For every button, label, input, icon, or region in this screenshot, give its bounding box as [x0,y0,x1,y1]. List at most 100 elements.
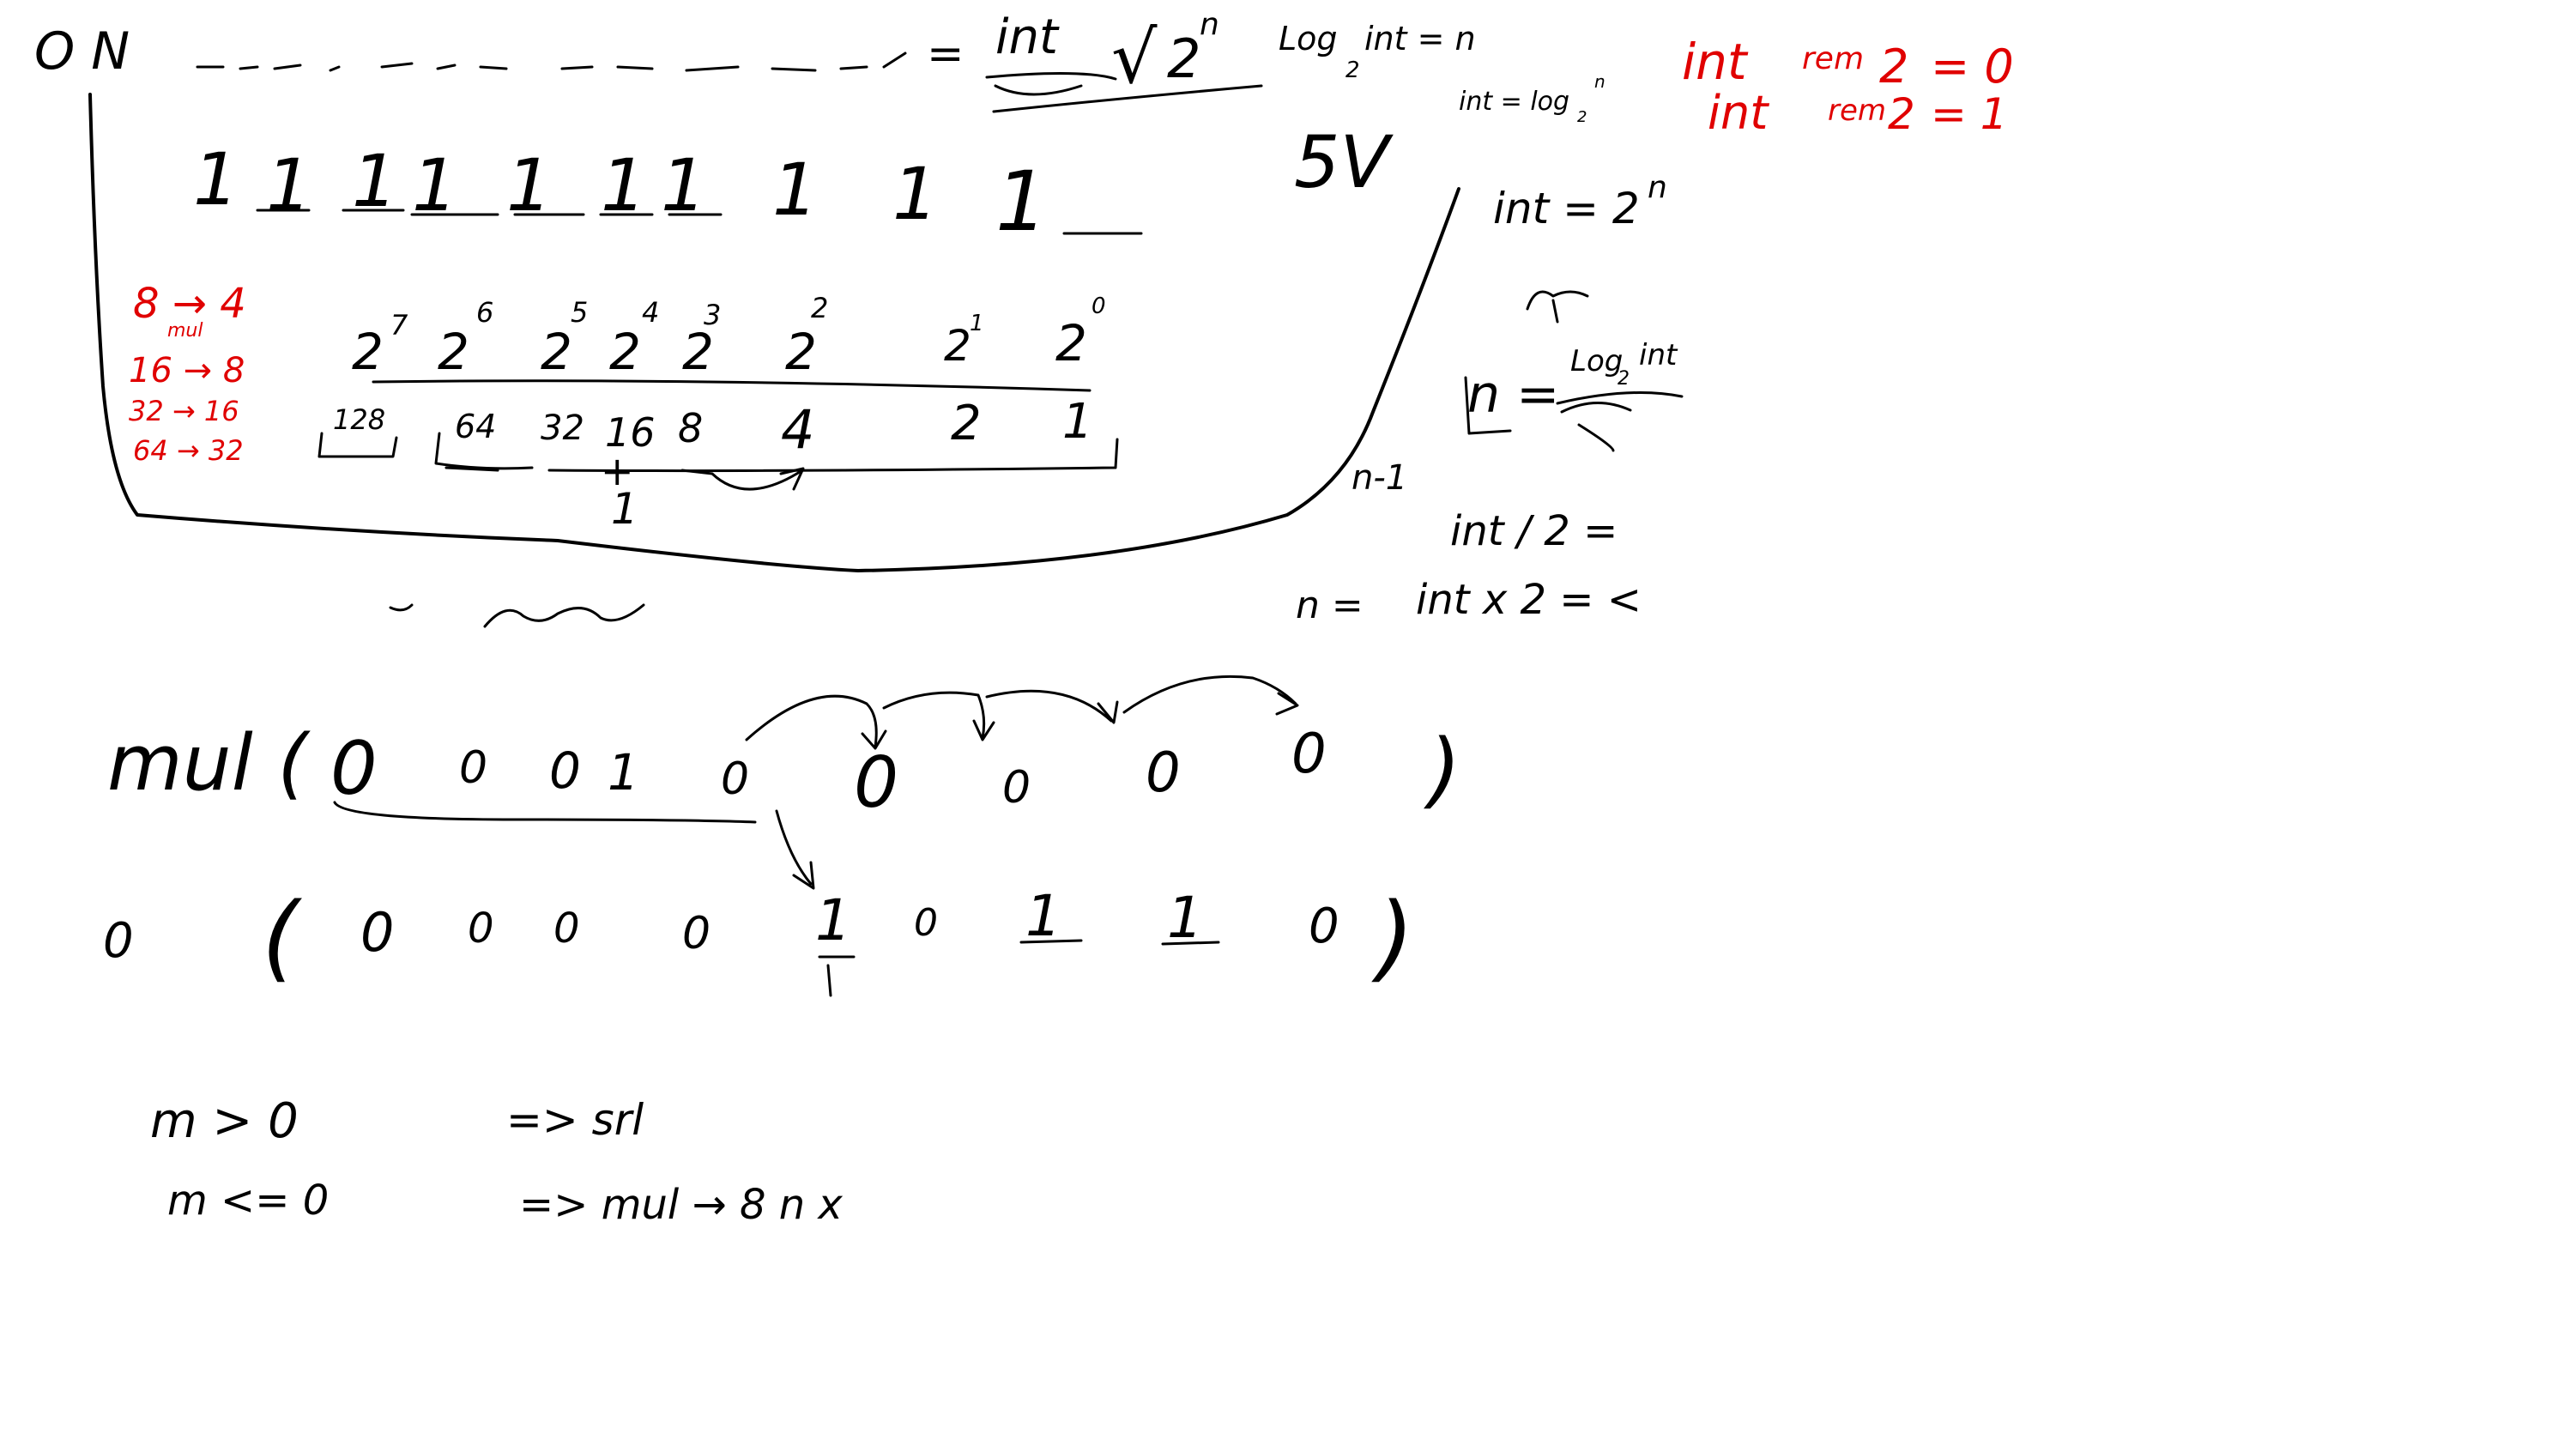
right-scribble [1526,290,1589,324]
top-fraction-int: int [995,9,1060,65]
value-cell: 1 [1062,394,1093,450]
value-cell: 16 [605,409,656,456]
values-brackets [317,432,1119,473]
shift-digit: 0 [1002,762,1031,814]
shift-row-label: mul ( [107,718,311,808]
n-eq2: n = [1296,584,1364,627]
power-exp: 1 [970,311,984,336]
plus-sign: + [601,448,634,494]
shift-digit: 0 [360,901,394,964]
log-num: Log [1570,344,1623,378]
red-list-item: 16 → 8 [129,351,245,390]
shift-digit: 0 [468,904,494,953]
top-power-base: 2 [1167,27,1200,90]
voltage-label: 5V [1294,120,1394,204]
value-cell: 32 [541,408,584,448]
shift-arrows-1 [745,675,1299,750]
shift-row-1: mul ( 0 0 0 1 0 0 0 0 0 ) [107,718,1460,824]
power-base: 2 [1055,314,1087,372]
power-base: 2 [438,323,469,381]
red-list-item: 64 → 32 [133,434,244,467]
rule-2: m <= 0 => mul → 8 n x [167,1177,843,1229]
value-cell: 64 [455,408,496,445]
bit: 1 [772,148,818,232]
power-exp: 7 [390,309,408,342]
top-root-symbol: √ [1111,15,1158,100]
red-list-sub: mul [167,320,203,342]
log-base: 2 [1618,368,1630,390]
carry-arrow [680,467,805,491]
shift-digit: 0 [682,908,711,959]
power-exp: 2 [811,292,828,324]
shift-digit: 0 [1309,898,1339,954]
top-small-note: int = log [1459,87,1569,117]
red-list: 8 → 4 mul 16 → 8 32 → 16 64 → 32 [129,280,246,467]
shift-row-close: ) [1424,722,1460,818]
bit: 1 [193,137,239,221]
log-fraction-bar [1556,391,1684,452]
red-rem-op: rem [1802,41,1864,76]
bits-underlines [256,209,1143,235]
red-rem-right: 2 [1888,89,1915,139]
top-log-b: int = n [1364,20,1476,57]
top-small-note-sup: n [1594,71,1605,92]
power-base: 2 [609,323,641,381]
top-log-base: 2 [1345,57,1360,83]
rule-1: m > 0 => srl [150,1093,644,1149]
bit: 1 [266,143,311,227]
top-fraction-bar [985,71,1263,113]
red-rem-op: rem [1828,94,1886,128]
red-rem-result: = 1 [1931,89,2008,139]
shift-row-open: ( [262,882,302,992]
shift-underline-2 [818,939,1220,997]
value-cell: 8 [678,405,703,451]
value-cell: 128 [333,403,385,436]
power-exp: 0 [1091,293,1106,319]
power-exp: 3 [704,299,721,331]
down-arrow [775,809,815,890]
red-rem-left: int [1708,86,1769,140]
shift-digit: 0 [553,904,580,953]
enclosing-curve [88,93,1460,572]
power-base: 2 [944,321,971,371]
red-rem-right: 2 [1879,39,1908,94]
shift-digit: 0 [721,753,749,805]
shift-row-2: 0 ( 0 0 0 0 1 0 1 1 0 ) [103,882,1414,992]
n-eq-bracket [1464,376,1512,435]
bits-row: 1 1 1 1 1 1 1 1 1 1 [193,137,1048,250]
red-rem-result: = 0 [1931,39,2014,94]
red-rem-left: int [1682,33,1749,91]
one-under-plus: 1 [611,484,638,534]
int-div: int / 2 = [1450,507,1618,555]
squiggle [389,603,645,628]
bit: 1 [995,154,1048,250]
red-remainder-2: int rem 2 = 1 [1708,86,2008,140]
shift-digit: 0 [1291,723,1327,786]
shift-digit: 0 [549,741,581,800]
int-eq: int = 2 [1493,184,1640,233]
shift-underline-1 [333,801,757,824]
powers-divider [372,379,1091,392]
power-exp: 4 [642,296,659,329]
shift-digit: 1 [1167,885,1203,951]
shift-digit: 1 [815,887,851,953]
powers-row: 2 7 2 6 2 5 2 4 2 3 2 2 2 1 2 0 [352,292,1106,381]
shift-row-close: ) [1371,882,1414,992]
power-base: 2 [352,323,384,381]
rule-result: => srl [506,1095,644,1145]
shift-digit: 0 [330,726,378,812]
top-dashed-line [196,51,907,72]
shift-digit: 1 [1025,883,1061,949]
power-exp: 5 [571,296,588,329]
top-power-exp: n [1200,7,1219,42]
shift-row-lead: 0 [103,913,134,969]
int-eq-sup: n [1648,170,1667,205]
rule-cond: m <= 0 [167,1177,329,1225]
top-log-a: Log [1279,20,1338,57]
top-small-note-sub: 2 [1577,108,1587,126]
bit: 1 [892,152,938,236]
rule-result: => mul → 8 n x [519,1181,843,1229]
values-row: 128 64 32 16 8 4 2 1 [333,394,1093,461]
n-eq: n = [1467,365,1559,425]
